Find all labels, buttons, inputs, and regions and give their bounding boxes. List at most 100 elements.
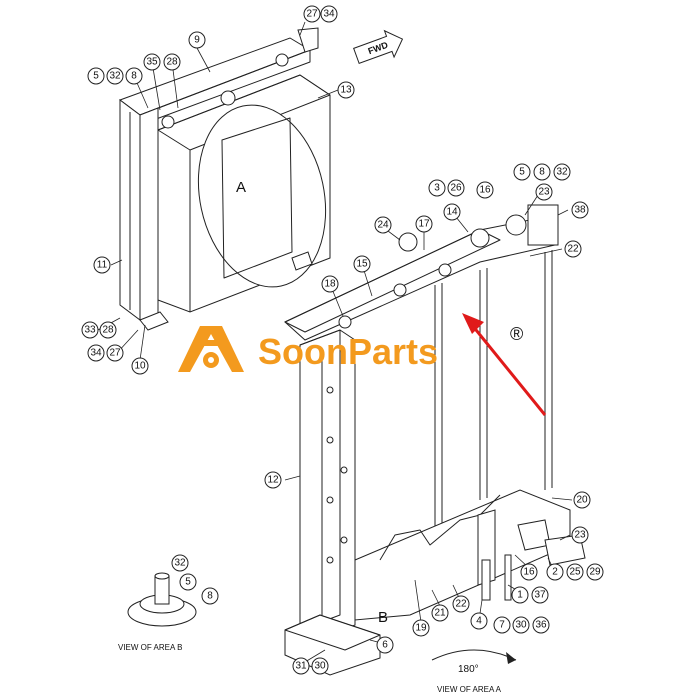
svg-text:5: 5 [93, 71, 99, 82]
svg-text:32: 32 [174, 558, 186, 569]
svg-text:27: 27 [109, 348, 121, 359]
svg-text:19: 19 [415, 623, 427, 634]
callout: 23 [571, 526, 589, 544]
svg-text:35: 35 [146, 57, 158, 68]
callout: 10 [131, 357, 149, 375]
svg-text:17: 17 [418, 219, 430, 230]
svg-text:13: 13 [340, 85, 352, 96]
callout: 16 [520, 563, 538, 581]
svg-text:27: 27 [306, 9, 318, 20]
callout: 30 [512, 616, 530, 634]
callout: 11 [93, 256, 111, 274]
view-a-caption: VIEW OF AREA A [437, 685, 502, 694]
svg-text:20: 20 [576, 495, 588, 506]
svg-text:22: 22 [455, 599, 467, 610]
callout: 28 [99, 321, 117, 339]
callout: 27 [106, 344, 124, 362]
svg-text:2: 2 [552, 567, 558, 578]
svg-text:24: 24 [377, 220, 389, 231]
callout: 32 [106, 67, 124, 85]
svg-text:8: 8 [131, 71, 137, 82]
svg-text:32: 32 [556, 167, 568, 178]
svg-text:7: 7 [499, 620, 505, 631]
svg-text:9: 9 [194, 35, 200, 46]
area-label-a: A [236, 179, 246, 196]
svg-text:32: 32 [109, 71, 121, 82]
callouts: 27 34 9 35 28 5 32 8 13 11 33 28 34 27 1… [81, 5, 604, 675]
svg-text:16: 16 [523, 567, 535, 578]
view-b-caption: VIEW OF AREA B [118, 643, 182, 652]
callout: 2 [546, 563, 564, 581]
svg-text:8: 8 [207, 591, 213, 602]
callout: 5 [179, 573, 197, 591]
svg-text:23: 23 [574, 530, 586, 541]
svg-text:16: 16 [479, 185, 491, 196]
callout: 38 [571, 201, 589, 219]
svg-text:6: 6 [382, 640, 388, 651]
callout: 9 [188, 31, 206, 49]
svg-text:23: 23 [538, 187, 550, 198]
callout: 32 [553, 163, 571, 181]
svg-text:3: 3 [434, 183, 440, 194]
brand-name: SoonParts [258, 331, 438, 372]
brand-watermark: SoonParts ® [178, 324, 523, 372]
svg-text:22: 22 [567, 244, 579, 255]
svg-text:30: 30 [515, 620, 527, 631]
svg-text:4: 4 [476, 616, 482, 627]
callout: 6 [376, 636, 394, 654]
forward-arrow: FWD [353, 29, 404, 65]
callout: 17 [415, 215, 433, 233]
svg-text:25: 25 [569, 567, 581, 578]
svg-text:34: 34 [323, 9, 335, 20]
view-area-b-detail: VIEW OF AREA B [118, 572, 197, 652]
callout: 26 [447, 179, 465, 197]
callout: 34 [87, 344, 105, 362]
callout: 33 [81, 321, 99, 339]
callout: 15 [353, 255, 371, 273]
callout: 32 [171, 554, 189, 572]
callout: 25 [566, 563, 584, 581]
svg-text:34: 34 [90, 348, 102, 359]
callout: 37 [531, 586, 549, 604]
svg-text:10: 10 [134, 361, 146, 372]
svg-text:30: 30 [314, 661, 326, 672]
callout: 29 [586, 563, 604, 581]
svg-text:38: 38 [574, 205, 586, 216]
svg-text:37: 37 [534, 590, 546, 601]
callout: 24 [374, 216, 392, 234]
svg-text:26: 26 [450, 183, 462, 194]
svg-text:5: 5 [185, 577, 191, 588]
callout: 5 [513, 163, 531, 181]
svg-text:33: 33 [84, 325, 96, 336]
callout: 36 [532, 616, 550, 634]
highlight-arrow [462, 313, 547, 416]
svg-text:11: 11 [97, 260, 108, 271]
callout: 22 [452, 595, 470, 613]
svg-text:36: 36 [535, 620, 547, 631]
callout: 12 [264, 471, 282, 489]
svg-text:1: 1 [517, 590, 523, 601]
callout: 23 [535, 183, 553, 201]
svg-text:31: 31 [295, 661, 307, 672]
callout: 4 [470, 612, 488, 630]
callout: 8 [201, 587, 219, 605]
brand-logo-icon [178, 326, 244, 372]
callout: 3 [428, 179, 446, 197]
svg-text:8: 8 [539, 167, 545, 178]
callout: 30 [311, 657, 329, 675]
svg-text:12: 12 [267, 475, 279, 486]
svg-text:14: 14 [446, 207, 458, 218]
svg-text:5: 5 [519, 167, 525, 178]
area-label-b: B [378, 609, 388, 626]
callout: 28 [163, 53, 181, 71]
rotation-symbol: 180° VIEW OF AREA A [431, 649, 517, 694]
callout: 8 [533, 163, 551, 181]
svg-text:29: 29 [589, 567, 601, 578]
svg-text:28: 28 [102, 325, 114, 336]
callout: 22 [564, 240, 582, 258]
callout: 34 [320, 5, 338, 23]
callout: 7 [493, 616, 511, 634]
callout: 31 [292, 657, 310, 675]
callout: 16 [476, 181, 494, 199]
